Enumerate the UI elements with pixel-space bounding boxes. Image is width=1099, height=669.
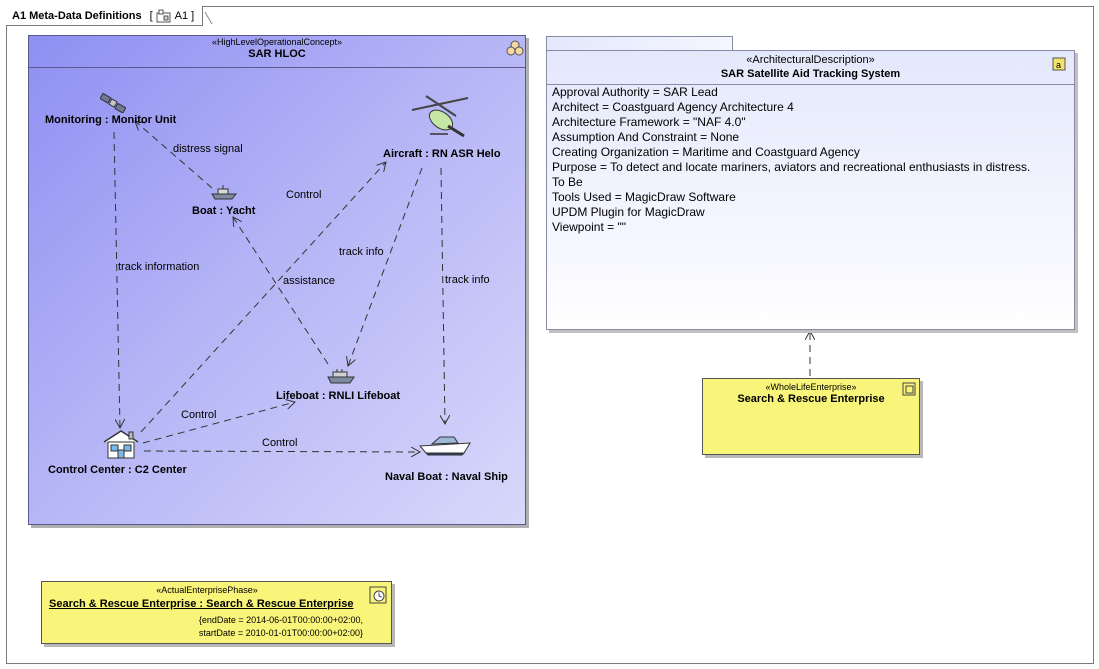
edge-label-distress: distress signal	[173, 143, 243, 155]
edge-label-control-1: Control	[286, 189, 322, 201]
svg-text:a: a	[1056, 60, 1061, 70]
edge-control-lifeboat[interactable]	[142, 402, 295, 444]
edge-label-track-information: track information	[118, 261, 200, 273]
aep-stereotype: «ActualEnterprisePhase»	[156, 585, 258, 595]
edge-assistance[interactable]	[233, 217, 329, 365]
ad-property: Viewpoint = ""	[552, 220, 627, 234]
edge-track-information[interactable]	[113, 131, 120, 428]
edge-track-info-naval[interactable]	[441, 167, 445, 424]
aep-title: Search & Rescue Enterprise : Search & Re…	[49, 598, 354, 610]
ad-property: Tools Used = MagicDraw Software	[552, 190, 736, 204]
edge-control-aircraft[interactable]	[140, 162, 386, 433]
whole-life-enterprise-element[interactable]: «WholeLifeEnterprise» Search & Rescue En…	[702, 378, 920, 455]
edge-control-naval[interactable]	[143, 451, 420, 452]
satellite-icon[interactable]	[100, 93, 126, 113]
diagram-frame-tab[interactable]: A1 Meta-Data Definitions [ A1 ]	[6, 6, 204, 26]
diagram-frame	[6, 6, 1094, 664]
ad-properties: Approval Authority = SAR Lead Architect …	[552, 85, 1030, 235]
enterprise-icon	[902, 382, 916, 396]
edge-label-control-2: Control	[181, 409, 217, 421]
node-lifeboat-label[interactable]: Lifeboat : RNLI Lifeboat	[276, 390, 401, 402]
hloc-title: SAR HLOC	[248, 48, 306, 60]
diagram-title: A1 Meta-Data Definitions	[12, 9, 142, 22]
node-aircraft-label[interactable]: Aircraft : RN ASR Helo	[383, 148, 501, 160]
ad-property: Architect = Coastguard Agency Architectu…	[552, 100, 794, 114]
edge-label-control-3: Control	[262, 437, 298, 449]
diagram-reference[interactable]: [ A1 ]	[149, 9, 195, 22]
house-icon[interactable]	[101, 429, 141, 459]
node-naval-boat-label[interactable]: Naval Boat : Naval Ship	[385, 471, 508, 483]
aep-end-date: {endDate = 2014-06-01T00:00:00+02:00,	[198, 615, 363, 625]
speedboat-icon[interactable]	[418, 434, 472, 456]
lifeboat-icon[interactable]	[327, 368, 355, 384]
ad-property: Approval Authority = SAR Lead	[552, 85, 718, 99]
wle-stereotype: «WholeLifeEnterprise»	[765, 382, 857, 392]
edge-distress-signal[interactable]	[135, 121, 213, 189]
ad-header: «ArchitecturalDescription» SAR Satellite…	[547, 51, 1074, 85]
diagram-ref-icon	[156, 9, 171, 22]
node-boat-label[interactable]: Boat : Yacht	[192, 205, 256, 217]
actual-enterprise-phase-element[interactable]: «ActualEnterprisePhase» Search & Rescue …	[41, 581, 392, 644]
ad-property: Architecture Framework = "NAF 4.0"	[552, 115, 746, 129]
edge-label-track-info-2: track info	[445, 274, 490, 286]
edge-track-info-lifeboat[interactable]	[348, 167, 423, 366]
hloc-stereotype: «HighLevelOperationalConcept»	[211, 37, 343, 47]
yacht-icon[interactable]	[211, 184, 237, 200]
ad-property: Purpose = To detect and locate mariners,…	[552, 160, 1031, 174]
ad-property: UPDM Plugin for MagicDraw	[552, 205, 705, 219]
ad-property: Creating Organization = Maritime and Coa…	[552, 145, 860, 159]
ad-document-icon: a	[1052, 57, 1066, 71]
architectural-description-element[interactable]: «ArchitecturalDescription» SAR Satellite…	[546, 50, 1075, 330]
ad-property: Assumption And Constraint = None	[552, 130, 740, 144]
wle-title: Search & Rescue Enterprise	[737, 393, 885, 405]
aep-constraints: {endDate = 2014-06-01T00:00:00+02:00, st…	[199, 614, 363, 640]
ad-property: To Be	[552, 175, 583, 189]
node-control-center-label[interactable]: Control Center : C2 Center	[48, 464, 187, 476]
edge-label-track-info-1: track info	[339, 246, 384, 258]
ad-stereotype: «ArchitecturalDescription»	[746, 54, 875, 66]
ad-title: SAR Satellite Aid Tracking System	[720, 68, 901, 80]
node-monitoring-label[interactable]: Monitoring : Monitor Unit	[45, 114, 177, 126]
ad-package-tab	[546, 36, 733, 50]
aep-start-date: startDate = 2010-01-01T00:00:00+02:00}	[198, 628, 363, 638]
helicopter-icon[interactable]	[408, 94, 474, 138]
clock-icon	[369, 586, 387, 604]
diagram-ref-label: A1	[174, 9, 189, 22]
edge-label-assistance: assistance	[283, 275, 335, 287]
concept-icon	[506, 40, 524, 56]
hloc-header: «HighLevelOperationalConcept» SAR HLOC	[29, 36, 525, 68]
